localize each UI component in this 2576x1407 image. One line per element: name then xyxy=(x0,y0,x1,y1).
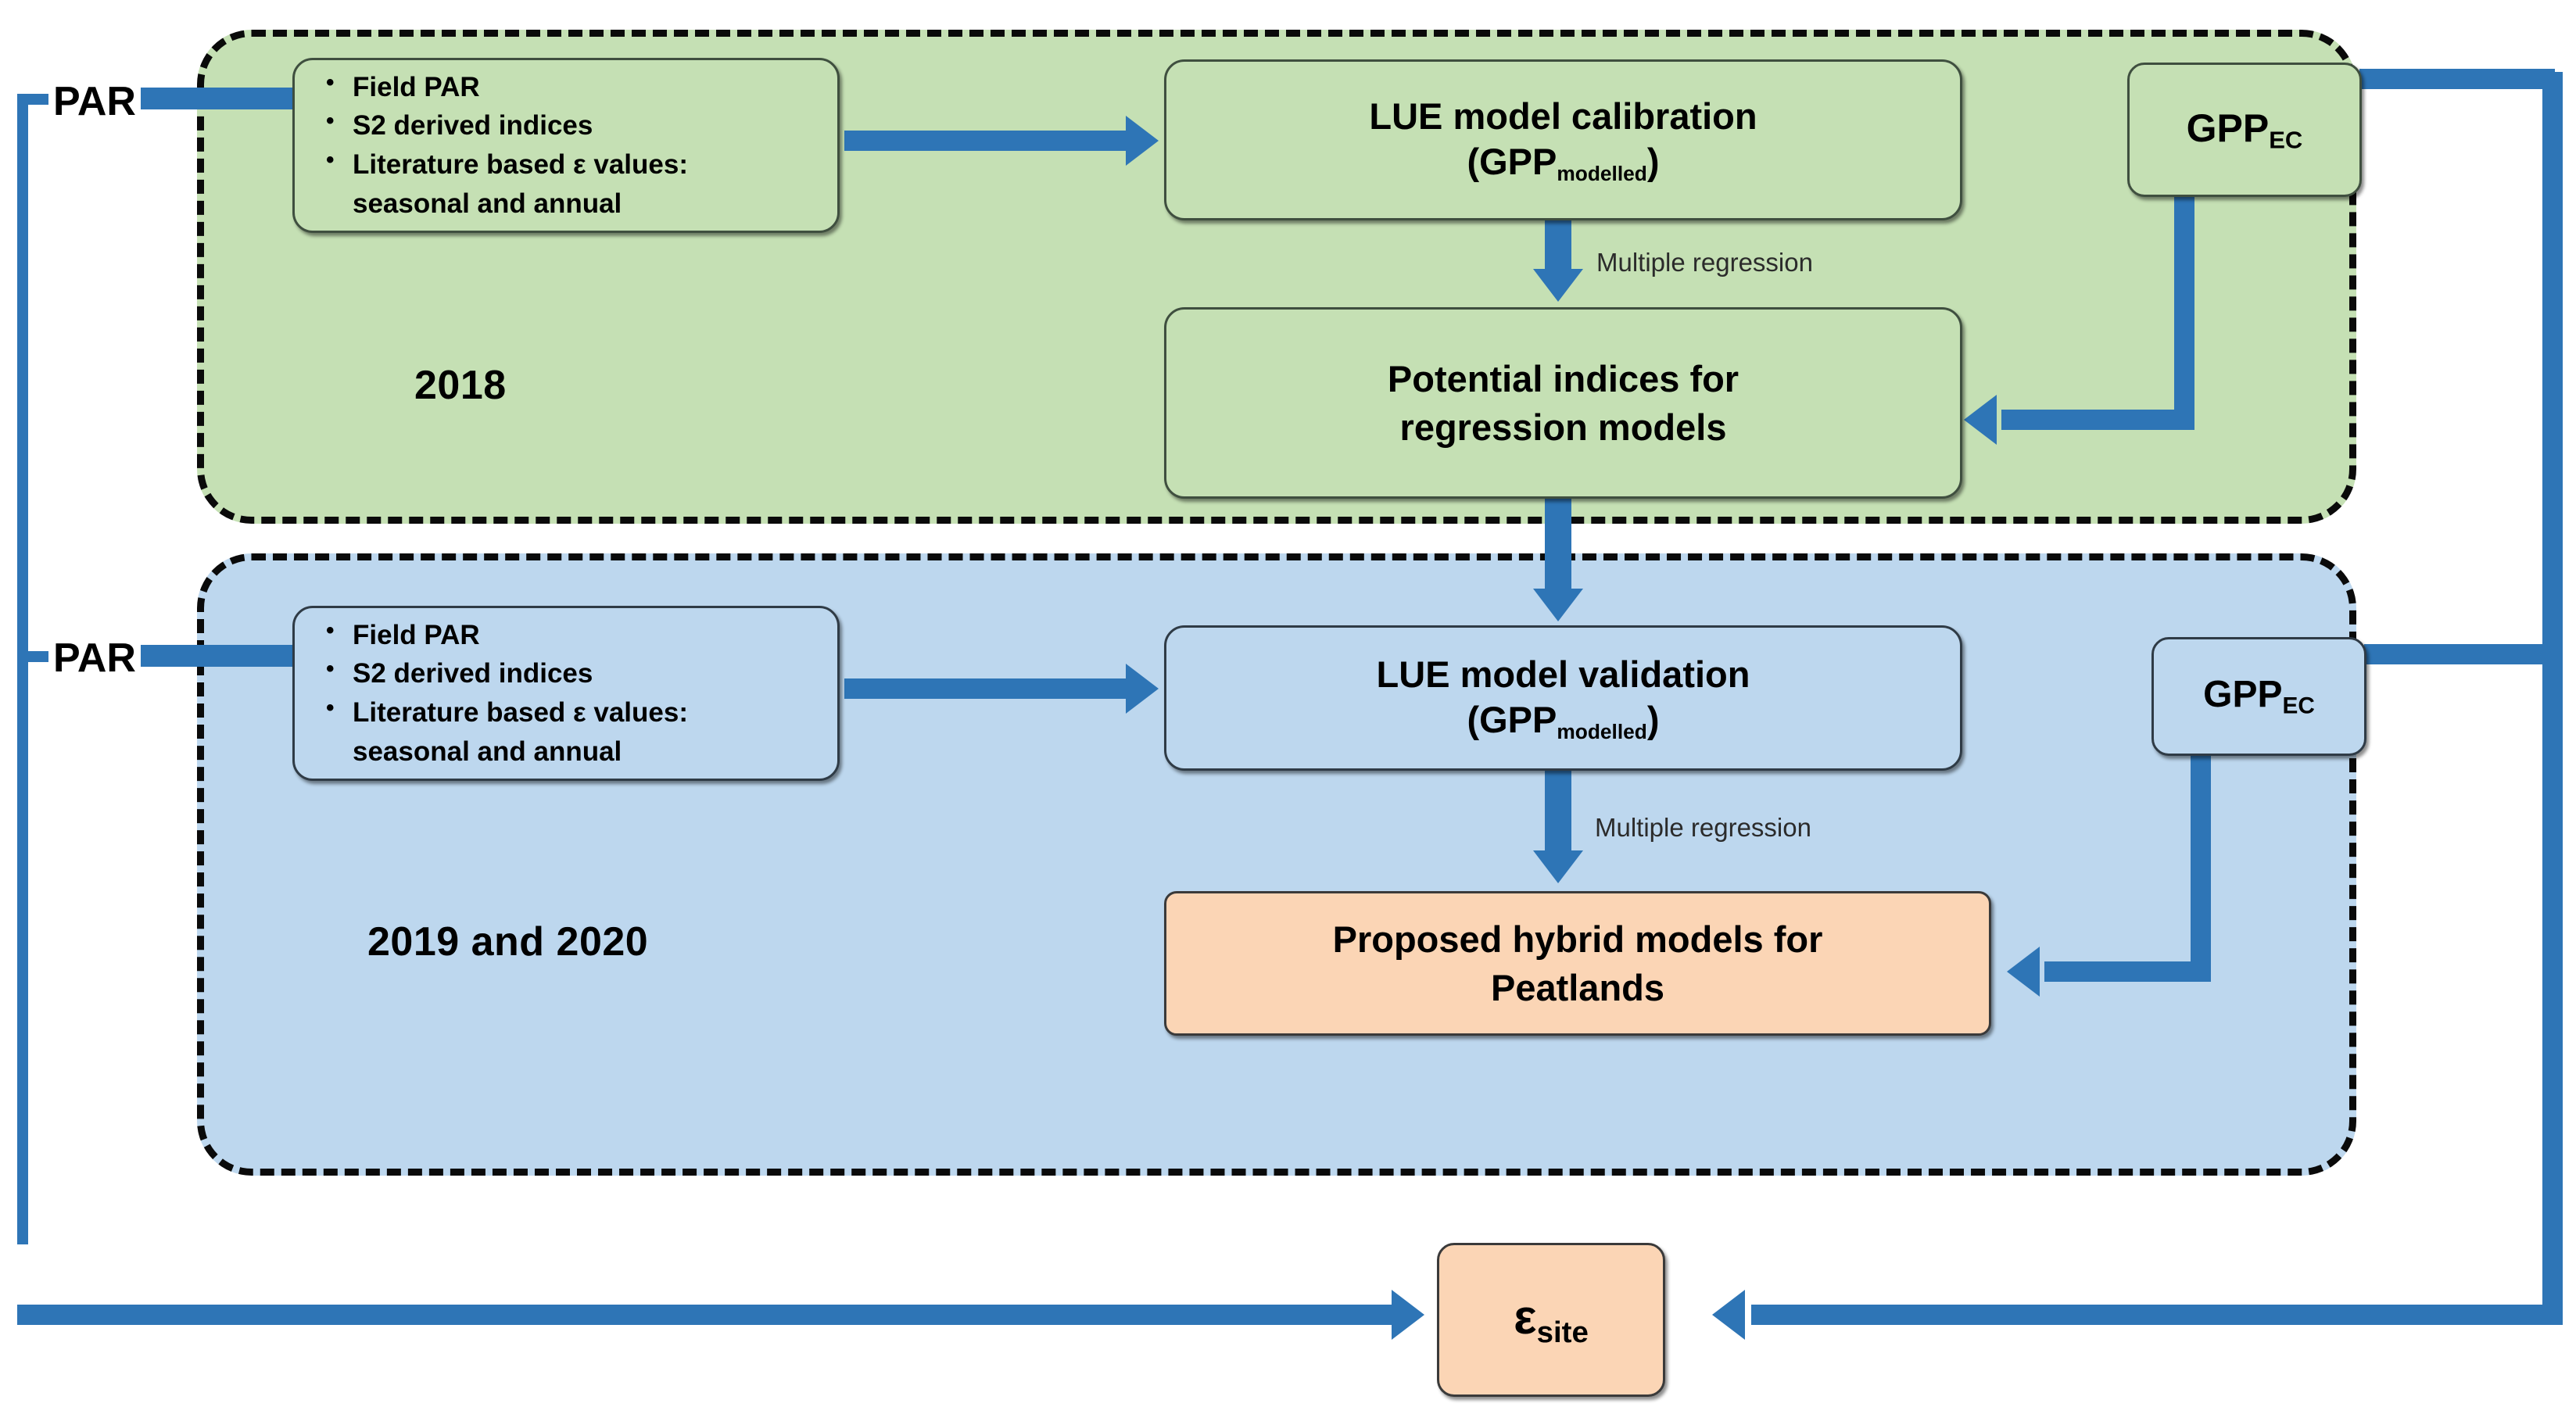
gpp-bottom-to-right-trunk-thick xyxy=(2364,644,2555,664)
hybrid-models-line1: Proposed hybrid models for xyxy=(1332,918,1823,961)
edge-potential-to-lue-val xyxy=(1545,497,1571,596)
bullet-literature-epsilon: Literature based ε values: seasonal and … xyxy=(326,692,688,771)
potential-indices-line1: Potential indices for xyxy=(1387,358,1739,400)
bullet-literature-epsilon: Literature based ε values: seasonal and … xyxy=(326,144,688,223)
label-multiple-regression-top: Multiple regression xyxy=(1596,248,1813,277)
year-label-2019-2020: 2019 and 2020 xyxy=(367,919,649,965)
inputs-list-2019: Field PAR S2 derived indices Literature … xyxy=(321,614,688,772)
arrow-inputs2019-to-lue-val xyxy=(1126,664,1159,714)
gpp-modelled-suffix: ) xyxy=(1646,698,1660,740)
right-trunk-to-epsilon-horizontal xyxy=(1751,1305,2556,1325)
node-epsilon-site: εsite xyxy=(1437,1243,1665,1397)
gpp-ec-top-text: GPPEC xyxy=(2187,106,2303,155)
lue-validation-line2: (GPPmodelled) xyxy=(1467,697,1659,744)
arrow-into-epsilon-right xyxy=(1712,1290,1745,1340)
edge-gpp-bottom-vertical xyxy=(2191,753,2211,982)
epsilon-site-text: εsite xyxy=(1514,1290,1589,1350)
epsilon-site-main: ε xyxy=(1514,1291,1537,1345)
arrow-lue-cal-to-potential xyxy=(1533,269,1583,302)
year-label-2018: 2018 xyxy=(414,363,507,408)
bullet-field-par: Field PAR xyxy=(326,614,688,655)
potential-indices-line2: regression models xyxy=(1399,406,1727,448)
bullet-literature-line2: seasonal and annual xyxy=(353,736,622,767)
bullet-literature-line1: Literature based ε values: xyxy=(353,149,688,180)
bullet-literature-line1: Literature based ε values: xyxy=(353,697,688,728)
gpp-ec-top-main: GPP xyxy=(2186,106,2270,150)
inputs-box-2019: Field PAR S2 derived indices Literature … xyxy=(292,606,840,781)
node-proposed-hybrid-models: Proposed hybrid models for Peatlands xyxy=(1164,891,1991,1036)
edge-inputs2019-to-lue-val xyxy=(844,678,1138,699)
bullet-literature-line2: seasonal and annual xyxy=(353,188,622,219)
gpp-ec-bottom-main: GPP xyxy=(2203,674,2283,716)
node-lue-model-calibration: LUE model calibration (GPPmodelled) xyxy=(1164,59,1962,220)
gpp-modelled-prefix: (GPP xyxy=(1467,698,1557,740)
node-lue-model-validation: LUE model validation (GPPmodelled) xyxy=(1164,625,1962,771)
gpp-modelled-suffix: ) xyxy=(1646,140,1660,182)
gpp-top-to-right-trunk-thick xyxy=(2359,69,2555,89)
inputs-box-2018: Field PAR S2 derived indices Literature … xyxy=(292,58,840,233)
inputs-list-2018: Field PAR S2 derived indices Literature … xyxy=(321,66,688,224)
lue-calibration-line2: (GPPmodelled) xyxy=(1467,139,1659,186)
edge-lue-val-to-hybrid xyxy=(1545,771,1571,857)
arrow-lue-val-to-hybrid xyxy=(1533,850,1583,883)
gpp-ec-bottom-subscript: EC xyxy=(2282,693,2315,719)
par-label-top: PAR xyxy=(48,78,141,125)
edge-gpp-top-vertical xyxy=(2174,195,2194,430)
epsilon-site-subscript: site xyxy=(1536,1315,1589,1349)
edge-gpp-bottom-horizontal xyxy=(2044,961,2211,982)
par-to-epsilon-horizontal xyxy=(17,1305,1393,1325)
gpp-modelled-prefix: (GPP xyxy=(1467,140,1557,182)
bullet-s2-indices: S2 derived indices xyxy=(326,653,688,693)
gpp-modelled-subscript: modelled xyxy=(1557,719,1647,743)
node-potential-indices: Potential indices for regression models xyxy=(1164,307,1962,499)
gpp-modelled-subscript: modelled xyxy=(1557,161,1647,185)
lue-validation-line1: LUE model validation xyxy=(1376,653,1750,696)
arrow-potential-to-lue-val xyxy=(1533,589,1583,621)
arrow-into-epsilon-left xyxy=(1392,1290,1424,1340)
gpp-trunk-vertical-right xyxy=(2542,72,2563,1325)
arrow-gpp-top-to-potential xyxy=(1964,395,1997,445)
bullet-field-par: Field PAR xyxy=(326,66,688,107)
arrow-inputs2018-to-lue-cal xyxy=(1126,116,1159,166)
edge-lue-cal-to-potential xyxy=(1545,220,1571,275)
gpp-ec-bottom-text: GPPEC xyxy=(2203,673,2315,719)
node-gpp-ec-bottom: GPPEC xyxy=(2151,637,2366,756)
hybrid-models-line2: Peatlands xyxy=(1490,966,1665,1008)
edge-gpp-top-horizontal xyxy=(2001,410,2194,430)
node-gpp-ec-top: GPPEC xyxy=(2127,63,2362,197)
gpp-ec-top-subscript: EC xyxy=(2269,126,2303,154)
lue-calibration-line1: LUE model calibration xyxy=(1369,95,1757,138)
arrow-gpp-bottom-to-hybrid xyxy=(2007,947,2040,997)
bullet-s2-indices: S2 derived indices xyxy=(326,105,688,145)
label-multiple-regression-bottom: Multiple regression xyxy=(1595,813,1811,842)
edge-inputs2018-to-lue-cal xyxy=(844,131,1138,151)
par-trunk-vertical xyxy=(17,94,28,1244)
par-label-bottom: PAR xyxy=(48,635,141,682)
